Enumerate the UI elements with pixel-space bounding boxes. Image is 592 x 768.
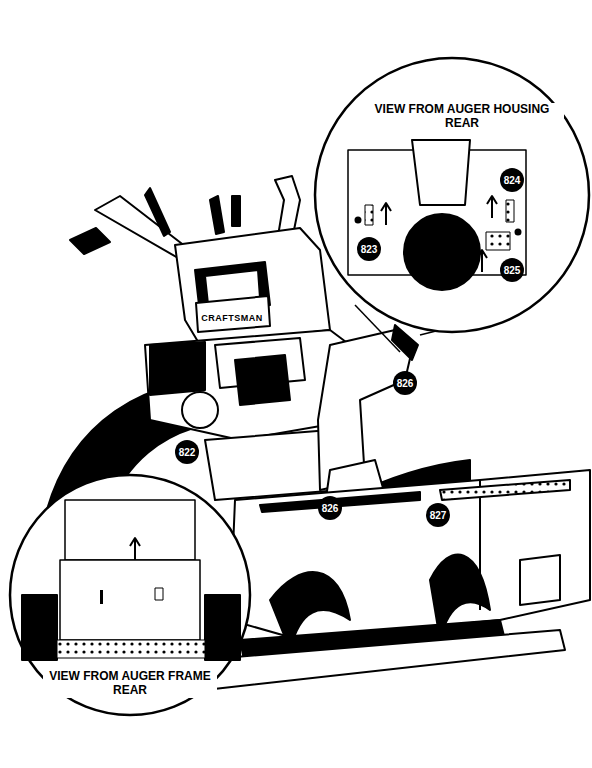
callout-number: 826 xyxy=(318,496,342,520)
callout-number: 823 xyxy=(357,237,381,261)
brand-badge: CRAFTSMAN xyxy=(199,313,265,323)
callout-number: 822 xyxy=(175,440,199,464)
view-title: VIEW FROM AUGER HOUSING REAR xyxy=(360,103,564,131)
callout-number: 825 xyxy=(500,258,524,282)
callout-number: 826 xyxy=(393,371,417,395)
callout-number: 824 xyxy=(500,168,524,192)
view-title: VIEW FROM AUGER FRAME REAR xyxy=(43,670,217,698)
callout-number: 827 xyxy=(426,503,450,527)
